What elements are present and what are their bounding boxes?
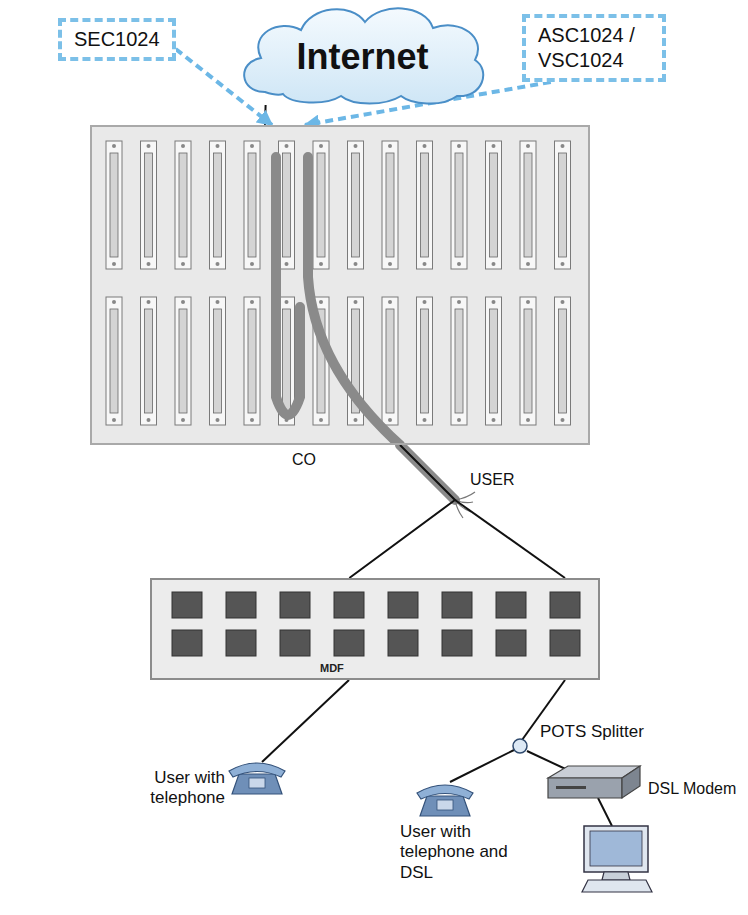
computer-icon <box>582 826 652 892</box>
wire <box>450 750 514 782</box>
panel-label: CO <box>292 451 316 469</box>
co-chassis: CO <box>90 125 590 445</box>
mdf-ports <box>152 580 598 678</box>
label: User with telephone <box>95 768 225 809</box>
chassis-slots <box>92 127 588 443</box>
panel-label: MDF <box>320 662 344 674</box>
label: POTS Splitter <box>540 722 670 742</box>
wire <box>455 500 565 578</box>
cloud-node: Internet <box>235 0 490 105</box>
callout-box: ASC1024 / VSC1024 <box>522 14 666 82</box>
telephone-icon <box>229 763 285 794</box>
pots-splitter <box>513 739 527 753</box>
wire <box>598 798 612 826</box>
label: DSL Modem <box>648 779 744 798</box>
telephone-icon <box>417 785 473 816</box>
wire <box>262 680 349 762</box>
callout-label: ASC1024 / VSC1024 <box>538 23 650 73</box>
label: USER <box>470 470 540 489</box>
mdf-panel: MDF <box>150 578 600 680</box>
callout-label: SEC1024 <box>74 27 160 52</box>
cable-strands <box>455 492 475 518</box>
link-line <box>264 105 267 125</box>
cloud-label: Internet <box>296 28 428 78</box>
label: User with telephone and DSL <box>400 822 530 883</box>
link-line <box>349 445 455 578</box>
dsl-modem-icon <box>548 766 640 798</box>
callout-box: SEC1024 <box>58 18 176 61</box>
